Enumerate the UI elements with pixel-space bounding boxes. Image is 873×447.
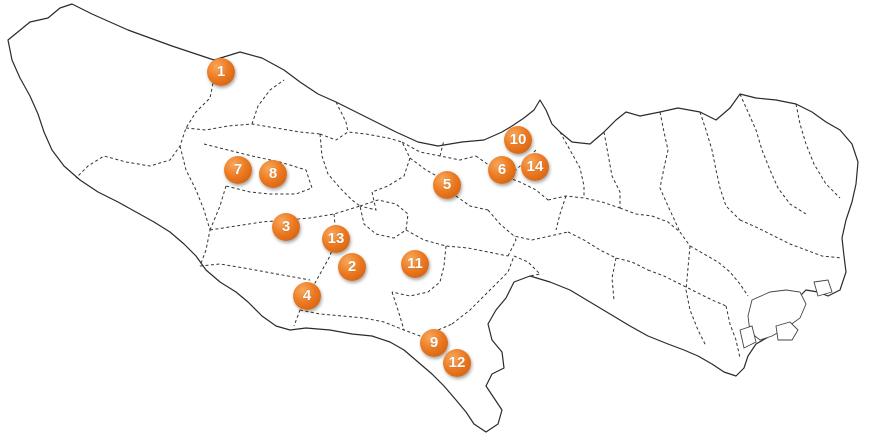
map-marker-13[interactable]: 13	[322, 225, 350, 253]
map-marker-7[interactable]: 7	[224, 156, 252, 184]
map-marker-9[interactable]: 9	[420, 329, 448, 357]
bay-pier	[739, 325, 757, 349]
map-marker-6[interactable]: 6	[488, 156, 516, 184]
map-marker-11[interactable]: 11	[401, 250, 429, 278]
map-marker-12[interactable]: 12	[443, 349, 471, 377]
map-marker-3[interactable]: 3	[272, 213, 300, 241]
map-marker-4[interactable]: 4	[293, 282, 321, 310]
map-marker-8[interactable]: 8	[259, 160, 287, 188]
map-marker-1[interactable]: 1	[207, 58, 235, 86]
map-marker-10[interactable]: 10	[504, 126, 532, 154]
bay-east-pier	[813, 279, 833, 297]
map-marker-5[interactable]: 5	[433, 171, 461, 199]
map-marker-14[interactable]: 14	[521, 153, 549, 181]
municipal-boundaries	[75, 77, 843, 359]
bay-island	[775, 321, 799, 341]
map-marker-2[interactable]: 2	[338, 253, 366, 281]
tokyo-boundary	[7, 3, 859, 433]
